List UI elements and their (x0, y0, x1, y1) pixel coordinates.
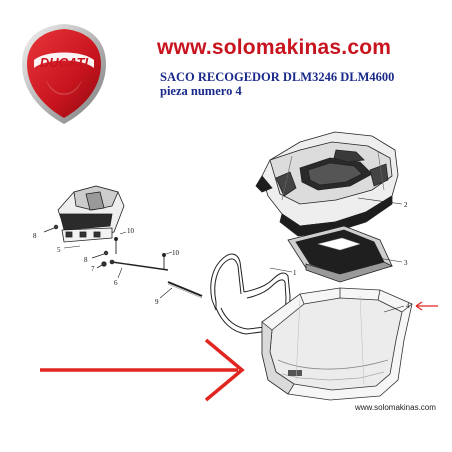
part-4-pointer-arrow (415, 301, 438, 311)
part-10-pin-lower (162, 251, 173, 270)
ducati-logo-text: DUCATI (40, 55, 89, 70)
callout-8a: 8 (33, 232, 37, 240)
site-title: www.solomakinas.com (157, 36, 392, 59)
part-2-top-cover (255, 131, 399, 237)
callout-7: 7 (91, 265, 95, 273)
part-6-rod (109, 259, 169, 279)
callout-8b: 8 (84, 256, 88, 264)
callout-10b: 10 (172, 249, 180, 257)
part-3-mesh-plate (287, 225, 394, 283)
part-4-grass-bag (261, 287, 413, 401)
part-8-screw-bottom (91, 250, 109, 259)
callout-6: 6 (114, 279, 118, 287)
callout-1: 1 (293, 269, 297, 277)
callout-4: 4 (406, 302, 410, 310)
callout-3: 3 (404, 259, 408, 267)
part-5-rear-flap (57, 185, 125, 243)
part-title: SACO RECOGEDOR DLM3246 DLM4600 (160, 70, 395, 84)
callout-10a: 10 (127, 227, 135, 235)
part-number: pieza numero 4 (160, 84, 242, 98)
part-1-wire-frame (210, 253, 291, 335)
callout-9: 9 (155, 298, 159, 306)
part-7-clip (96, 261, 107, 269)
ducati-logo: DUCATI (22, 24, 106, 124)
footer-url: www.solomakinas.com (355, 403, 436, 412)
highlight-arrow (40, 338, 245, 402)
part-10-pin-upper (114, 231, 127, 254)
callout-5: 5 (57, 246, 61, 254)
part-8-screw-left (43, 224, 59, 233)
callout-2: 2 (404, 201, 408, 209)
part-9-spring-bar (159, 281, 203, 299)
